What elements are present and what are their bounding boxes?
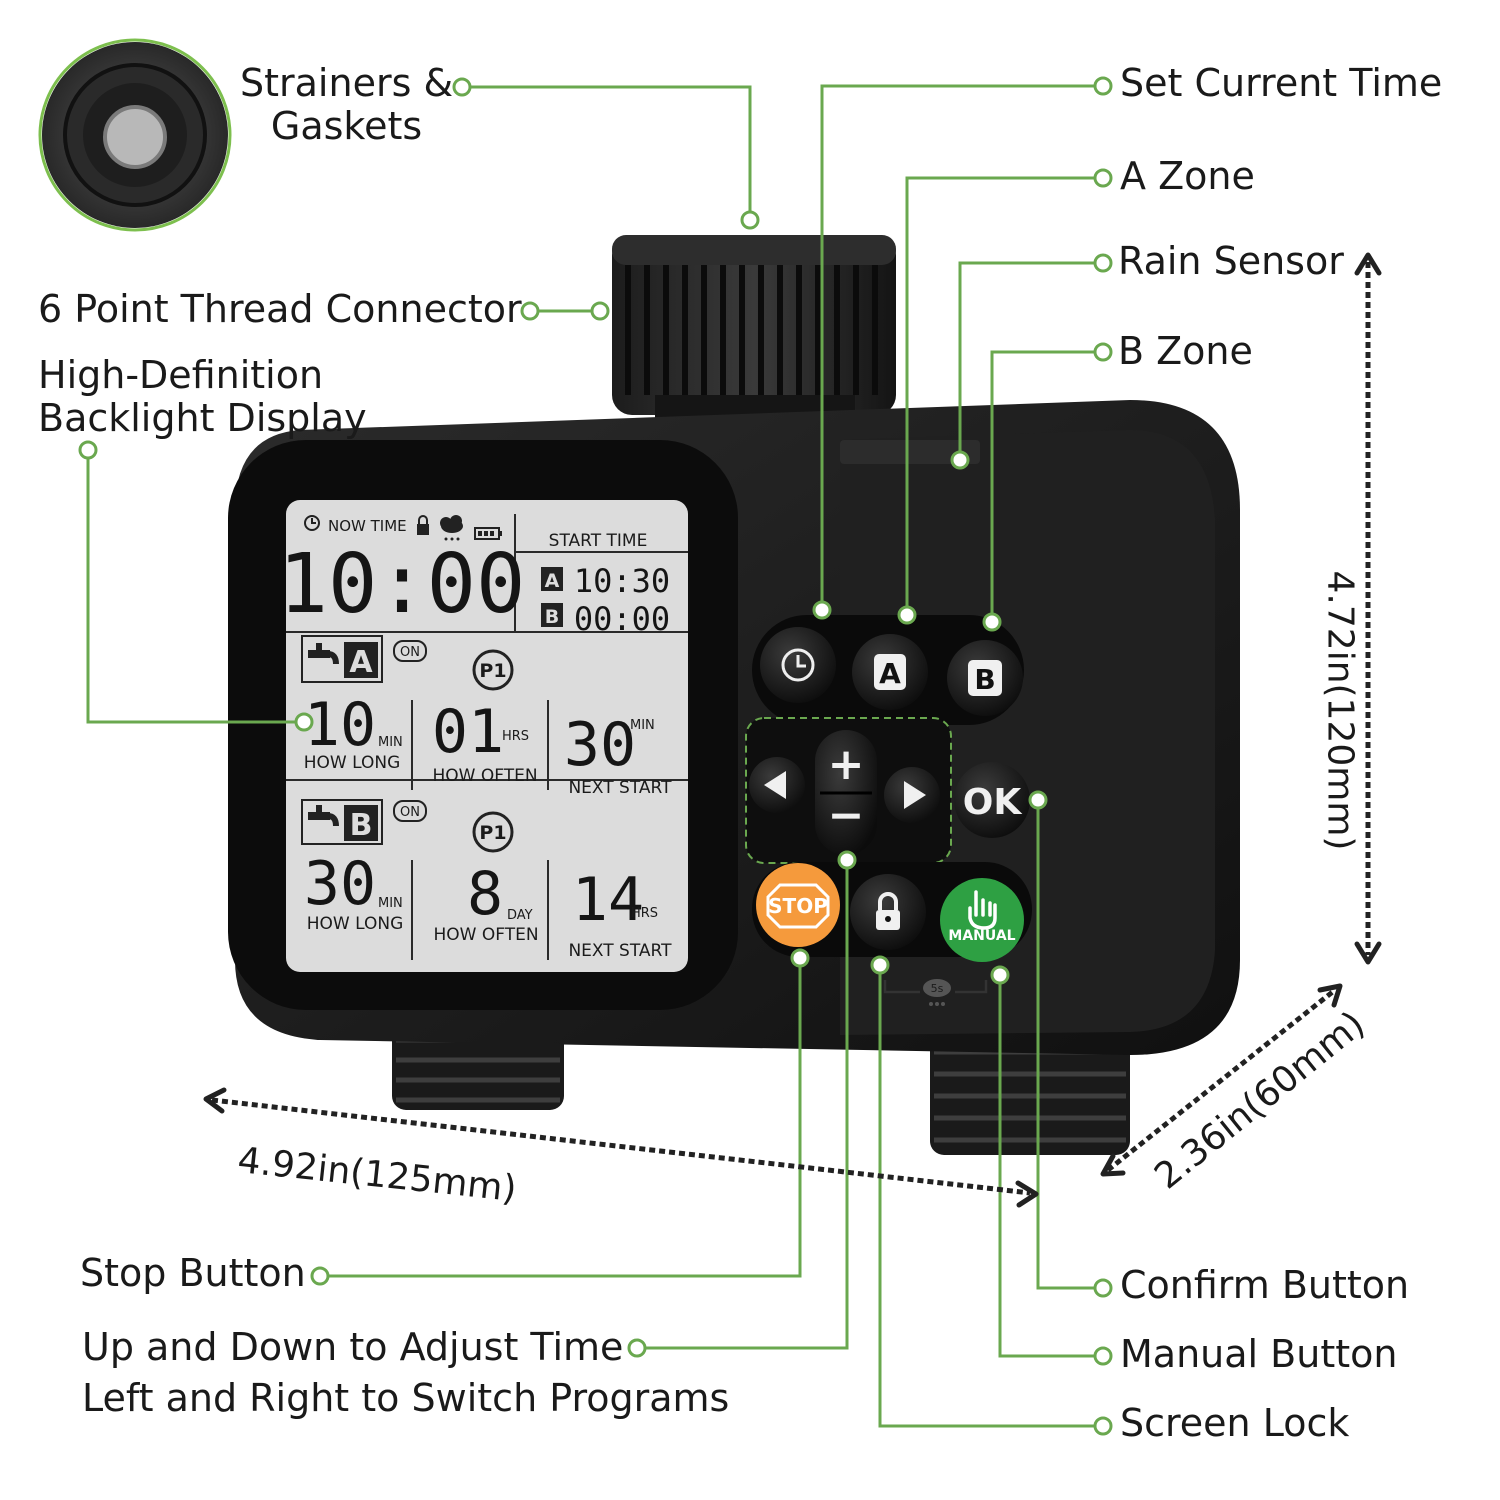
b-start-time: 00:00 [574,600,670,638]
a-how-often-value: 01 [432,697,504,767]
hold-indicator: 5s [883,979,988,1006]
stop-button[interactable]: STOP [756,863,840,947]
arrow-left-icon [764,771,786,799]
minus-label: − [828,790,865,841]
adjust-label: Up and Down to Adjust Time Left and Righ… [82,1325,730,1421]
b-next-start-label: NEXT START [568,941,672,961]
a-hrs-unit: HRS [502,729,529,744]
height-dimension: 4.72in(120mm) [1319,570,1361,851]
a-how-long-label: HOW LONG [304,753,401,773]
b-how-often-value: 8 [467,859,503,929]
b-zone-button[interactable]: B [947,640,1023,716]
clock-icon [304,515,320,531]
lock-icon [876,892,900,930]
clock-icon [781,648,815,682]
a-how-often-label: HOW OFTEN [432,766,537,786]
zone-a-program: P1 [479,660,506,682]
zone-b-program: P1 [479,822,506,844]
manual-button-label: Manual Button [1120,1332,1398,1376]
start-time-label: START TIME [549,531,648,551]
set-time-label: Set Current Time [1120,61,1443,105]
manual-button[interactable]: MANUAL [940,878,1024,962]
rain-sensor [840,440,980,464]
a-next-start-label: NEXT START [568,778,672,798]
start-a-letter: A [545,570,560,592]
rain-sensor-label: Rain Sensor [1118,239,1344,283]
a-zone-label: A Zone [1120,154,1255,198]
b-how-often-label: HOW OFTEN [433,925,538,945]
now-time-label: NOW TIME [328,517,407,535]
plus-label: + [828,739,865,790]
display-label: High-Definition Backlight Display [38,353,367,440]
battery-icon [474,527,502,540]
arrow-right-icon [904,781,926,809]
b-button-label: B [974,663,995,696]
dimension-arrows [211,262,1371,1196]
zone-a-letter: A [349,645,373,680]
leader-lines [86,84,1103,1428]
hold-seconds: 5s [931,982,944,995]
start-b-badge [541,603,563,627]
ok-label: OK [963,782,1023,823]
confirm-button-label: Confirm Button [1120,1263,1410,1307]
zone-b-on: ON [400,805,420,820]
stop-label: STOP [768,894,828,918]
leader-dots [78,76,1113,1436]
a-how-long-value: 10 [304,690,376,760]
start-a-badge [541,567,563,591]
ok-button[interactable]: OK [954,762,1030,838]
a-button-label: A [879,657,901,690]
faucet-icon [308,643,339,665]
timer-body [228,400,1240,1055]
stop-button-label: Stop Button [80,1251,306,1295]
a-next-start-value: 30 [564,710,636,780]
a-zone-button[interactable]: A [852,634,928,710]
a-next-min-unit: MIN [630,718,655,733]
thread-connector-label: 6 Point Thread Connector [38,287,522,331]
strainers-label: Strainers & Gaskets [240,61,454,148]
b-min-unit: MIN [378,896,403,911]
b-next-start-value: 14 [572,865,644,935]
zone-a-on: ON [400,645,420,660]
cloud-rain-icon [440,515,463,541]
screen-lock-label: Screen Lock [1120,1401,1350,1445]
lcd-lock-icon [417,515,429,535]
now-time: 10:00 [279,537,526,632]
plus-minus-rocker[interactable]: + − [815,730,877,855]
dimension-arrowheads [203,252,1382,1208]
strainer-inset [38,38,232,232]
clock-button[interactable] [760,627,836,703]
b-hrs-unit: HRS [631,906,658,921]
left-button[interactable] [749,757,805,813]
hand-icon [968,890,997,930]
right-button[interactable] [884,767,940,823]
b-zone-label: B Zone [1118,329,1253,373]
zone-b-letter: B [350,808,373,843]
lcd-content: NOW TIME 10:00 START TIME A 10:30 B 00:0… [279,514,688,961]
b-how-long-label: HOW LONG [307,914,404,934]
b-day-unit: DAY [507,908,533,923]
lock-button[interactable] [850,874,926,950]
cloud-rain-icon [923,979,951,1006]
b-how-long-value: 30 [304,849,376,919]
a-start-time: 10:30 [574,562,670,600]
lcd-screen [286,500,688,972]
faucet-icon-b [308,805,339,827]
manual-label: MANUAL [948,928,1015,944]
a-min-unit: MIN [378,735,403,750]
start-b-letter: B [545,606,559,628]
